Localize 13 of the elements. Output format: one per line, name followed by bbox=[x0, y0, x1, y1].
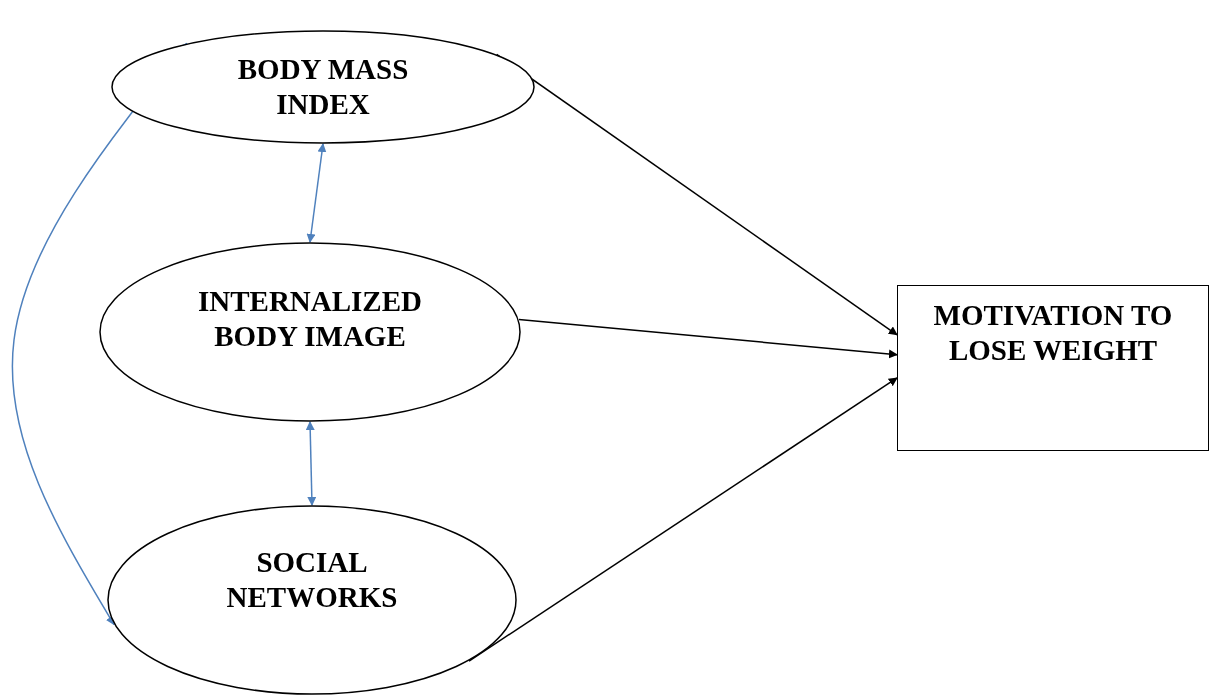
ellipse-node bbox=[111, 30, 535, 144]
node-label: BODY MASS INDEX bbox=[236, 52, 410, 123]
node-label: INTERNALIZED BODY IMAGE bbox=[197, 284, 423, 355]
node-label: MOTIVATION TO LOSE WEIGHT bbox=[932, 298, 1174, 369]
arrow bbox=[305, 421, 317, 506]
arrow bbox=[495, 53, 898, 336]
ellipse-node bbox=[99, 242, 521, 422]
node-label: SOCIAL NETWORKS bbox=[225, 545, 399, 616]
ellipse-node bbox=[107, 505, 517, 695]
arrow bbox=[306, 143, 327, 243]
arrow bbox=[518, 318, 898, 359]
arrow bbox=[468, 377, 898, 662]
process-box bbox=[897, 285, 1209, 451]
